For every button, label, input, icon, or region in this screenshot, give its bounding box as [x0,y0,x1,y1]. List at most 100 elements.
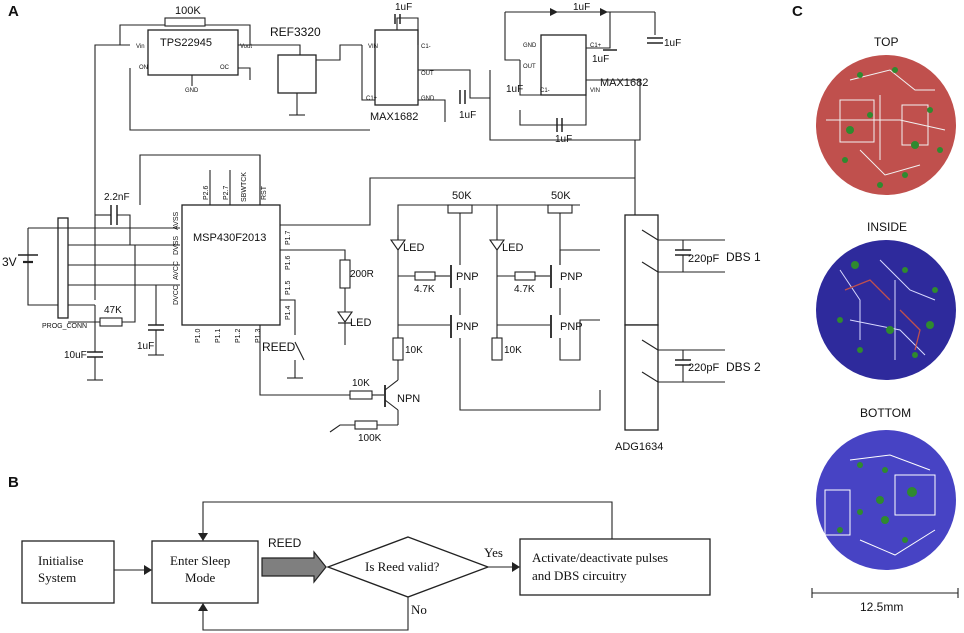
flowchart: Initialise System Enter Sleep Mode REED … [21,501,711,631]
resistor-47k-label: 47K [104,305,122,316]
wire-stage1-out [459,338,601,411]
wire-max1-cap [396,17,419,45]
cap-max2-b-label: 1uF [592,54,609,65]
wire-47k-r [122,245,136,323]
pcb-inside-traces [839,259,936,360]
wire-max1-out [418,69,490,99]
pot-50k-1-label: 50K [452,190,472,202]
npn-emitter [384,399,399,411]
pcb-inside-label: INSIDE [867,220,907,234]
flow-sleep-line1: Enter Sleep [170,553,230,568]
max1682-chip-1 [374,29,419,106]
resistor-4k7-1-label: 4.7K [414,284,435,295]
diode-2 [600,8,608,16]
pcb-panel: TOP INSIDE [811,35,959,614]
dbs2-label: DBS 2 [726,360,761,374]
flow-activate-line1: Activate/deactivate pulses [532,550,668,565]
resistor-200r [339,259,351,289]
max2-pin-gnd: GND [523,43,537,49]
flow-sleep-box [151,540,259,604]
max2-pin-out: OUT [523,64,536,70]
diode-1 [550,8,558,16]
resistor-10k-1 [392,337,404,361]
resistor-100k-npn [354,420,378,430]
npn-label: NPN [397,393,420,405]
resistor-10k-npn-label: 10K [352,378,370,389]
adg-switch-1 [641,229,659,241]
max1-pin-gnd: GND [421,96,435,102]
wire-stage2-top [559,249,600,265]
wire-p16 [280,249,346,260]
resistor-100k-npn-label: 100K [358,433,382,444]
flow-arrowhead-loop-top [198,533,208,541]
cap-max2-e-label: 1uF [506,84,523,95]
resistor-4k7-2-label: 4.7K [514,284,535,295]
ref3320-chip [277,54,317,94]
pcb-bottom-traces [824,454,936,556]
prog-conn-label: PROG_CONN [42,323,87,330]
resistor-100k-label: 100K [175,5,201,17]
mcu-pin-rst: RST [261,185,268,200]
pcb-inside-red-traces [844,279,921,351]
resistor-10k-npn [349,390,373,400]
max2-pin-vin: VIN [590,88,600,94]
led-1 [389,239,407,251]
msp430-chip [181,204,281,326]
wire-p14 [280,299,296,335]
wire-max1-left [361,45,375,101]
dbs1-label: DBS 1 [726,250,761,264]
cap-max2-a-label: 1uF [573,2,590,13]
cap-220p-1-label: 220pF [688,253,719,265]
pcb-inside-board [816,240,956,380]
max1-pin-vin: VIN [368,44,378,50]
pcb-inside-pads [837,261,938,358]
flow-arrowhead-loop-no [198,603,208,611]
msp430-label: MSP430F2013 [193,232,266,244]
max1-pin-out: OUT [421,71,434,77]
adg-switch-3 [641,339,659,351]
wire-battery [27,228,95,306]
led-1-label: LED [403,242,424,254]
wire-tps-on [129,68,370,131]
panel-label-b: B [8,474,19,491]
mcu-pin-avcc: AVCC [173,261,180,280]
pnp-1-label: PNP [456,271,479,283]
wire-ref-max1 [316,44,362,61]
wire-max2-loop [489,70,641,141]
adg1634-chip-bottom [624,324,659,431]
resistor-10k-1-label: 10K [405,345,423,356]
mcu-pin-avss: AVSS [173,212,180,230]
pnp-2-label: PNP [456,321,479,333]
mcu-pin-dvss: DVSS [173,236,180,255]
panel-label-c: C [792,3,803,20]
resistor-47k [99,317,123,327]
cap-1u-left-label: 1uF [137,341,154,352]
pcb-top-traces [826,69,946,176]
tps-pin-vout: Vout [240,44,252,50]
wire-max2-top [504,12,520,61]
tps-pin-oc: OC [220,65,230,71]
resistor-4k7-1 [414,271,436,281]
cap-2n2-label: 2.2nF [104,192,130,203]
flow-init-box [21,540,115,604]
led-2-label: LED [502,242,523,254]
mcu-pin-p13: P1.3 [255,328,262,343]
wire-100k-gnd [329,424,355,433]
mcu-pin-p10: P1.0 [195,328,202,343]
adg-switch-4 [641,371,659,383]
battery-label: 3V [2,255,17,269]
max1-pin-c1m: C1+ [366,96,378,102]
led-mcu [336,311,354,323]
adg1634-label: ADG1634 [615,441,663,453]
pcb-top-label: TOP [874,35,898,49]
mcu-pin-p11: P1.1 [215,328,222,343]
adg1634-chip-top [624,214,659,326]
pot-50k-2-label: 50K [551,190,571,202]
mcu-pin-p15: P1.5 [285,280,292,295]
tps-pin-on: ON [139,65,148,71]
flow-reed-arrow [261,550,327,584]
cap-max1-label: 1uF [395,2,412,13]
wire-tps-out [238,44,301,55]
cap-max2-d-label: 1uF [555,134,572,145]
